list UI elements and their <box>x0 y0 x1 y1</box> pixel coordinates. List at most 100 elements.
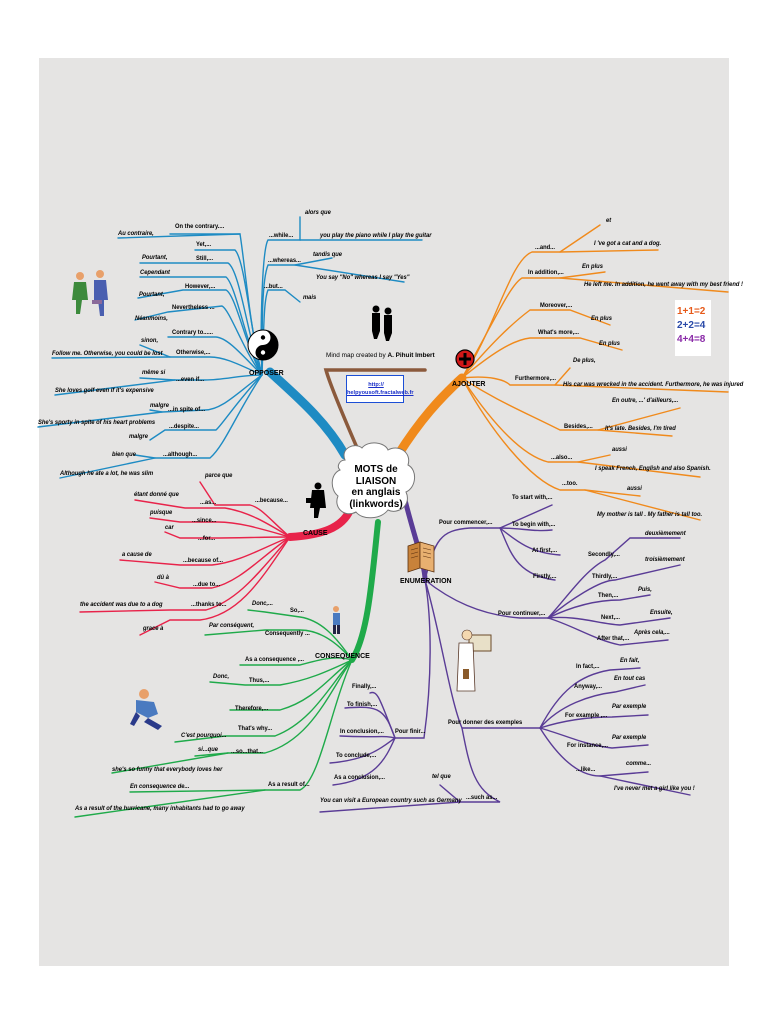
opp-even-if: ...even if... <box>176 376 205 383</box>
opp-contrary-to: Contrary to...... <box>172 329 213 336</box>
enum-such-as: ...such as... <box>466 794 498 801</box>
enum-ensuite: Ensuite, <box>650 609 673 616</box>
opp-pourtant1: Pourtant, <box>142 254 168 261</box>
opp-nevertheless: Nevertheless ... <box>172 304 215 311</box>
enum-pour-commencer: Pour commencer,... <box>439 519 493 526</box>
enum-like: ...like... <box>576 766 596 773</box>
enum-puis: Puis, <box>638 586 652 593</box>
branch-cause: CAUSE <box>303 530 328 537</box>
enum-european-country: You can visit a European country such as… <box>320 797 462 804</box>
cause-puisque: puisque <box>150 509 173 516</box>
opp-cependant: Cependant <box>140 269 170 276</box>
add-besides: Besides,... <box>564 423 593 430</box>
enum-to-finish: To finish,... <box>347 701 378 708</box>
add-whats-more: What's more,... <box>538 329 580 336</box>
opp-pourtant2: Pourtant, <box>139 291 165 298</box>
enum-next: Next,... <box>601 614 621 621</box>
enum-deuxiemement: deuxièmement <box>645 530 686 537</box>
enum-at-first: At first,... <box>532 547 558 554</box>
add-cat-dog: I 've got a cat and a dog. <box>594 240 662 247</box>
cause-a-cause-de: a cause de <box>122 551 152 558</box>
center-title-line3: (linkwords) <box>349 498 403 510</box>
cause-du-a: dû à <box>157 574 169 581</box>
cause-accident-dog: the accident was due to a dog <box>80 601 163 608</box>
link-line1[interactable]: http:// <box>368 382 384 388</box>
enum-then: Then,... <box>598 592 619 599</box>
branch-ajouter: AJOUTER <box>452 381 486 388</box>
branch-opposer: OPPOSER <box>249 370 284 377</box>
opp-on-the-contrary: On the contrary.... <box>175 223 225 230</box>
opp-piano: you play the piano while I play the guit… <box>320 232 432 239</box>
add-moreover: Moreover,... <box>540 302 573 309</box>
cons-therefore: Therefore,... <box>235 705 269 712</box>
walking-person-icon <box>333 606 340 634</box>
center-title-line2: en anglais <box>351 487 401 498</box>
enum-never-met: I've never met a girl like you ! <box>614 785 695 792</box>
cause-etant-donne: étant donné que <box>134 491 179 498</box>
figures-silhouette-icon <box>372 305 392 341</box>
svg-text:1+1=2: 1+1=2 <box>677 306 706 317</box>
enum-for-instance: For instance,... <box>567 742 608 749</box>
cons-si-que: si...que <box>198 746 218 753</box>
add-in-addition: In addition,... <box>528 269 564 276</box>
add-de-plus: De plus, <box>573 357 596 364</box>
cause-due-to: ...due to... <box>193 581 221 588</box>
enum-firstly: Firstly,... <box>533 573 557 580</box>
cons-hurricane: As a result of the hurricane, many inhab… <box>75 805 245 812</box>
enum-to-start: To start with,... <box>512 494 553 501</box>
link-line2[interactable]: helpyousoft.fractalweb.fr <box>347 390 414 396</box>
link-box[interactable]: http:// helpyousoft.fractalweb.fr <box>346 375 414 403</box>
opp-malgre2: malgre <box>129 433 149 440</box>
opp-whereas: ...whereas... <box>268 257 301 264</box>
cons-so-that: ...so...that... <box>231 748 263 755</box>
add-en-plus1: En plus <box>582 263 603 270</box>
cons-as-a-result: As a result of... <box>268 781 310 788</box>
enum-for-example: For example ,... <box>565 712 608 719</box>
add-and: ...and... <box>535 244 555 251</box>
cons-donc2: Donc, <box>213 673 230 680</box>
open-book-icon <box>407 541 435 573</box>
enum-to-begin: To begin with,... <box>512 521 556 528</box>
opp-she-loves-golf: She loves golf even if it's expensive <box>55 387 154 394</box>
credit-trunk <box>323 368 427 452</box>
add-mother-tall: My mother is tall . My father is tall to… <box>597 511 703 518</box>
add-too: ...too. <box>562 480 578 487</box>
enum-as-a-conclusion: As a conclusion,... <box>334 774 385 781</box>
falling-person-icon <box>130 689 162 730</box>
enum-finally: Finally,... <box>352 683 377 690</box>
cons-so-funny: she's so funny that everybody loves her <box>112 766 223 773</box>
cause-grace-a: grace à <box>143 625 164 632</box>
opp-bien-que: bien que <box>112 451 136 458</box>
opp-while: ...while... <box>269 232 294 239</box>
cause-because-of: ...because of... <box>183 557 223 564</box>
consequence-trunk <box>349 519 381 663</box>
ajouter-trunk <box>393 373 467 460</box>
cons-en-consequence: En consequence de... <box>130 783 190 790</box>
add-furthermore: Furthermore,... <box>515 375 556 382</box>
enum-in-conclusion: In conclusion,... <box>340 728 384 735</box>
opp-however: However,... <box>185 283 216 290</box>
credit-prefix: Mind map created by <box>326 352 388 359</box>
opp-although-ex: Although he ate a lot, he was slim <box>60 470 154 477</box>
enum-pour-continuer: Pour continuer,... <box>498 610 546 617</box>
people-figures-icon <box>72 270 108 316</box>
enum-anyway: Anyway,... <box>574 683 602 690</box>
yin-yang-icon <box>247 329 279 361</box>
opp-alors-que: alors que <box>305 209 331 216</box>
opp-neanmoins: Néanmoins, <box>135 315 168 322</box>
svg-text:2+2=4: 2+2=4 <box>677 320 706 331</box>
add-aussi1: aussi <box>612 446 627 453</box>
add-et: et <box>606 217 612 224</box>
branch-consequence: CONSEQUENCE <box>315 653 370 660</box>
enum-troisiemement: troisièmement <box>645 556 685 563</box>
central-topic: MOTS de LIAISON en anglais (linkwords) <box>337 448 415 520</box>
add-en-plus2: En plus <box>591 315 612 322</box>
cons-as-a-consequence: As a consequence ,... <box>245 656 305 663</box>
cons-so: So,... <box>290 607 304 614</box>
add-its-late: It's late. Besides, I'm tired <box>605 425 676 432</box>
add-en-outre: En outre, ...' d'ailleurs,... <box>612 397 679 404</box>
author-credit: Mind map created by A. Pihuit Imbert <box>326 352 435 359</box>
cause-because: ...because... <box>255 497 288 504</box>
add-also: ...also... <box>551 454 573 461</box>
